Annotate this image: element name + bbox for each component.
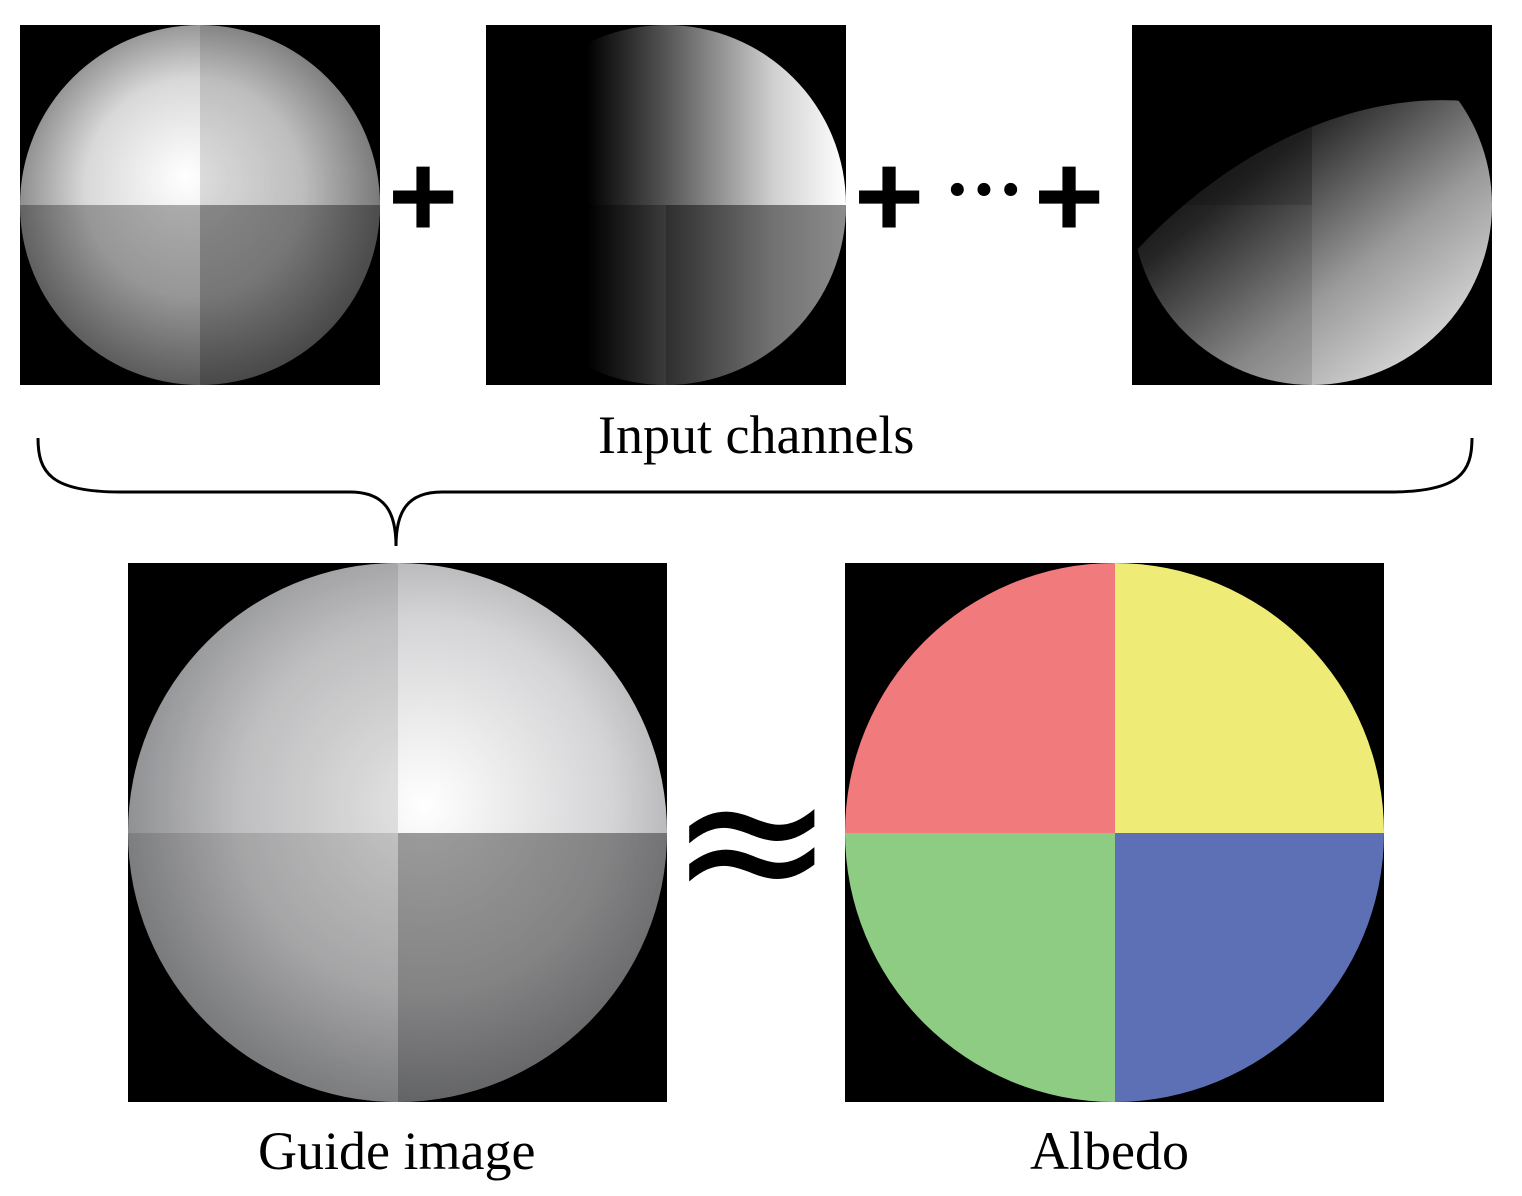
plus-operator-2: + bbox=[854, 129, 925, 263]
albedo-quadrant-bottom-right bbox=[1115, 833, 1384, 1102]
approx-operator: ≈ bbox=[668, 723, 836, 956]
guide-image-label: Guide image bbox=[258, 1121, 536, 1181]
albedo-label: Albedo bbox=[1030, 1121, 1189, 1181]
guide-image-sphere bbox=[128, 563, 667, 1102]
input-channel-2 bbox=[486, 25, 846, 385]
curly-brace bbox=[36, 437, 1474, 547]
input-channel-n-sphere bbox=[1132, 25, 1492, 385]
plus-operator-3: + bbox=[1034, 129, 1105, 263]
albedo-disc bbox=[845, 563, 1384, 1102]
albedo-quadrant-top-left bbox=[845, 563, 1115, 833]
input-channel-n bbox=[1132, 25, 1492, 385]
input-channel-1 bbox=[20, 25, 380, 385]
plus-operator-1: + bbox=[388, 129, 459, 263]
guide-image bbox=[128, 563, 667, 1102]
ellipsis: ··· bbox=[944, 146, 1025, 234]
input-channel-2-sphere bbox=[486, 25, 846, 385]
input-channels-label: Input channels bbox=[598, 405, 915, 465]
albedo-quadrant-bottom-left bbox=[845, 833, 1115, 1102]
albedo-quadrant-top-right bbox=[1115, 563, 1384, 833]
albedo-image bbox=[845, 563, 1384, 1102]
input-channel-1-sphere bbox=[20, 25, 380, 385]
